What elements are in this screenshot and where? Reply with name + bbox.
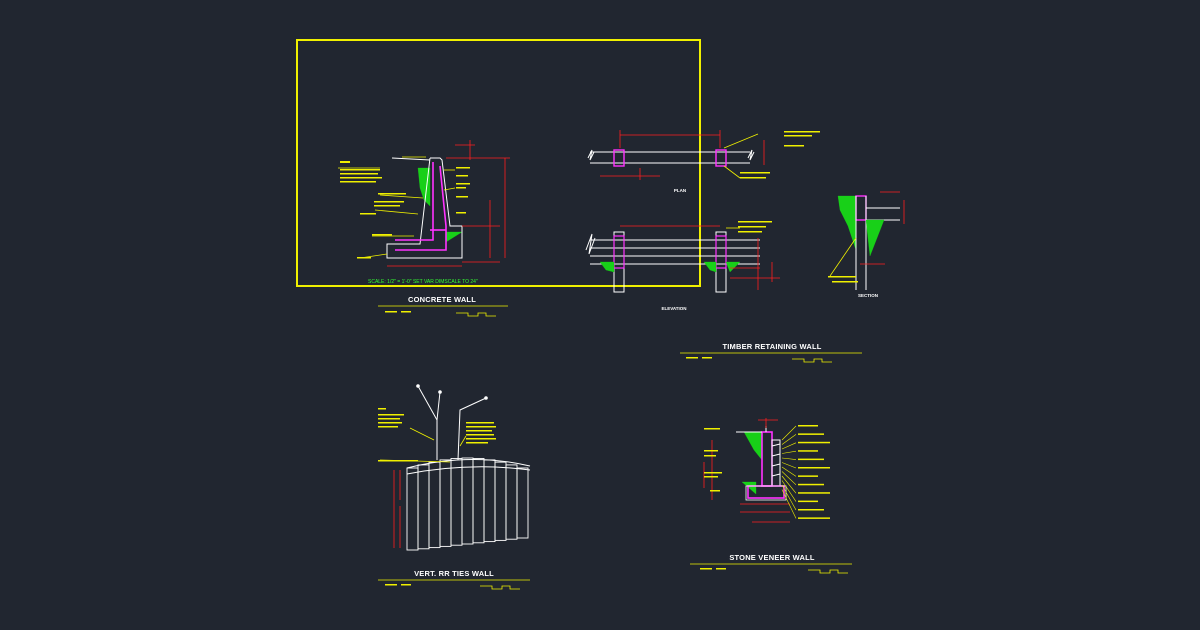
stone-veneer-wall-title: STONE VENEER WALL xyxy=(729,553,815,562)
concrete-wall-detail: SCALE: 1/2" = 1'-0" SET VAR DIMSCALE TO … xyxy=(338,140,510,285)
timber-wall-section: SECTION xyxy=(828,191,905,298)
note-leader xyxy=(781,457,797,460)
section-label: SECTION xyxy=(858,293,878,298)
note-text xyxy=(798,458,824,461)
note-leader xyxy=(781,484,797,511)
rr-tie xyxy=(406,467,419,551)
rr-tie xyxy=(417,464,430,550)
note-text xyxy=(798,509,824,511)
plan-label: PLAN xyxy=(674,188,686,193)
rr-tie xyxy=(428,461,441,549)
note-leader xyxy=(781,462,797,469)
note-leader xyxy=(781,471,797,486)
rr-tie xyxy=(494,461,507,541)
note-text xyxy=(798,433,824,435)
note-leader xyxy=(781,425,797,441)
rr-tie xyxy=(439,459,452,547)
note-leader xyxy=(781,466,797,477)
scale-note: SCALE: 1/2" = 1'-0" SET VAR DIMSCALE TO … xyxy=(368,279,478,285)
rr-tie xyxy=(461,457,474,545)
rr-tie xyxy=(483,459,496,543)
timber-wall-plan: PLAN xyxy=(587,130,820,193)
note-leader xyxy=(781,450,797,454)
rr-ties-wall-detail xyxy=(378,384,531,551)
rr-ties-wall-title: VERT. RR TIES WALL xyxy=(414,569,494,578)
timber-wall-title: TIMBER RETAINING WALL xyxy=(722,342,821,351)
rr-tie xyxy=(472,458,485,544)
note-leader xyxy=(781,434,797,445)
note-leader xyxy=(781,442,797,450)
note-text xyxy=(798,450,818,452)
rr-tie xyxy=(516,467,529,539)
note-text xyxy=(798,517,830,519)
note-leader xyxy=(781,489,797,519)
stone-veneer-wall-detail xyxy=(703,418,830,523)
note-text xyxy=(798,441,830,444)
timber-wall-elevation: ELEVATION xyxy=(585,221,780,311)
note-leader xyxy=(781,480,797,502)
note-text xyxy=(798,492,830,494)
rr-tie xyxy=(450,458,463,546)
note-text xyxy=(798,475,818,477)
note-text xyxy=(798,467,830,469)
rr-tie xyxy=(505,464,518,540)
note-leader xyxy=(781,475,797,494)
elevation-label: ELEVATION xyxy=(661,306,686,311)
note-text xyxy=(798,425,818,427)
concrete-wall-title: CONCRETE WALL xyxy=(408,295,476,304)
note-text xyxy=(798,483,824,486)
note-text xyxy=(798,500,818,503)
